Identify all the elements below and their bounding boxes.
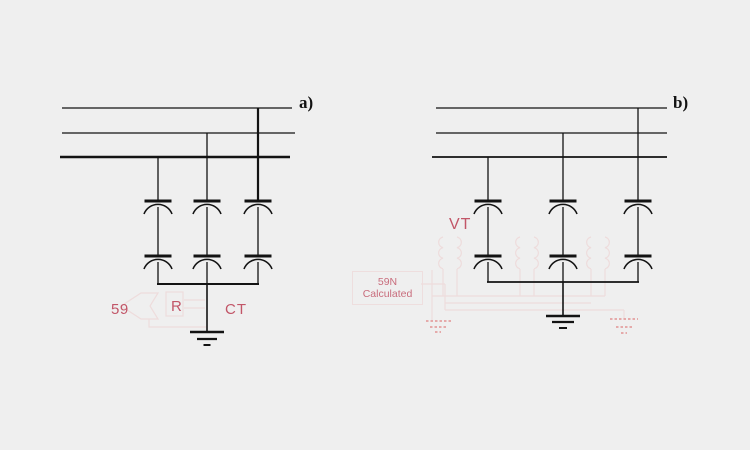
capacitor-icon: [548, 254, 578, 270]
relay-59n-line2: Calculated: [362, 288, 413, 300]
vt-coil-icon: [586, 236, 610, 270]
resistor-label: R: [171, 298, 182, 315]
capacitor-icon: [623, 254, 653, 270]
panel-a-circuit: [60, 107, 295, 346]
capacitor-icon: [143, 199, 173, 215]
vt-secondary-wiring: [421, 269, 625, 321]
capacitor-icon: [473, 254, 503, 270]
capacitor-icon: [473, 199, 503, 215]
relay-wire: [148, 319, 206, 328]
ct-label: CT: [225, 301, 247, 318]
capacitor-icon: [548, 199, 578, 215]
ground-icon-faint: [426, 320, 452, 333]
vt-coil-icon: [438, 236, 462, 270]
capacitor-icon: [192, 254, 222, 270]
panel-a-caption: a): [299, 93, 314, 112]
vt-coil-icon: [515, 236, 539, 270]
relay-59n-box: 59N Calculated: [352, 271, 423, 305]
capacitor-icon: [623, 199, 653, 215]
vt-scheme-faint: [421, 236, 638, 334]
capacitor-icon: [243, 254, 273, 270]
relay-59n-line1: 59N: [377, 276, 398, 288]
ground-icon: [546, 314, 580, 329]
vt-label: VT: [449, 216, 472, 233]
resistor-box-icon: [165, 291, 184, 317]
capacitor-icon: [143, 254, 173, 270]
relay-59-label: 59: [111, 301, 129, 318]
panel-b-circuit: [432, 107, 667, 329]
relay-arrow-icon: [119, 292, 160, 320]
capacitor-icon: [243, 199, 273, 215]
capacitor-icon: [192, 199, 222, 215]
ground-icon-faint: [610, 318, 638, 334]
panel-b-caption: b): [673, 93, 689, 112]
ground-icon: [190, 330, 224, 346]
ct-tap-ticks: [184, 299, 205, 309]
relay-59-scheme-faint: [119, 291, 206, 328]
